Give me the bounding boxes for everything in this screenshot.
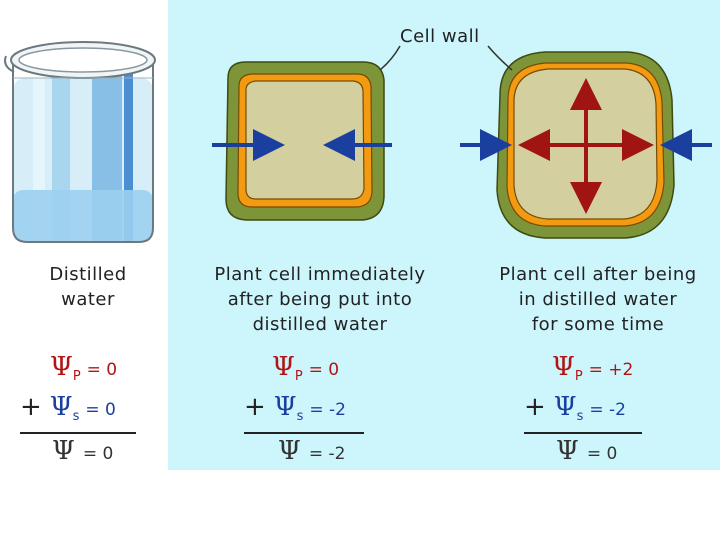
sum-line [244,432,364,434]
pressure-potential-row: ΨP= +2 [552,352,634,384]
solute-potential-row: +Ψs= 0 [20,392,116,424]
caption-line: for some time [531,314,665,335]
caption-line: water [61,289,115,310]
turgor-pressure-arrows [518,78,654,214]
beaker-spout [4,55,15,73]
water-potential-row: Ψ= 0 [52,436,114,466]
sum-line [20,432,136,434]
pressure-potential-value: = +2 [588,360,634,380]
caption-line: Distilled [49,264,127,285]
cell1-caption: Plant cell immediately after being put i… [190,262,450,337]
solute-potential-row: +Ψs= -2 [244,392,346,424]
solute-potential-value: = 0 [85,400,116,420]
water-potential-row: Ψ= -2 [278,436,346,466]
solute-potential-value: = -2 [589,400,626,420]
cell-wall-label: Cell wall [400,26,480,47]
sum-line [524,432,642,434]
caption-line: Plant cell immediately [214,264,426,285]
beaker-illustration [4,41,156,243]
water-potential-value: = 0 [586,444,618,464]
plant-cell-initial [225,61,385,221]
cytoplasm [245,80,365,200]
water-potential-value: = -2 [308,444,346,464]
water-potential-row: Ψ= 0 [556,436,618,466]
pressure-potential-value: = 0 [86,360,118,380]
caption-line: Plant cell after being [499,264,697,285]
pressure-potential-row: ΨP= 0 [272,352,340,384]
water-potential-value: = 0 [82,444,114,464]
solute-potential-value: = -2 [309,400,346,420]
beaker-glass [12,60,154,243]
pressure-potential-row: ΨP= 0 [50,352,118,384]
cell-wall-leader [379,45,401,71]
caption-line: in distilled water [518,289,678,310]
cell2-caption: Plant cell after being in distilled wate… [478,262,718,337]
solute-potential-row: +Ψs= -2 [524,392,626,424]
cell-wall-leader [487,45,513,71]
beaker-caption: Distilled water [32,262,144,312]
pressure-potential-value: = 0 [308,360,340,380]
caption-line: distilled water [252,314,388,335]
caption-line: after being put into [227,289,413,310]
